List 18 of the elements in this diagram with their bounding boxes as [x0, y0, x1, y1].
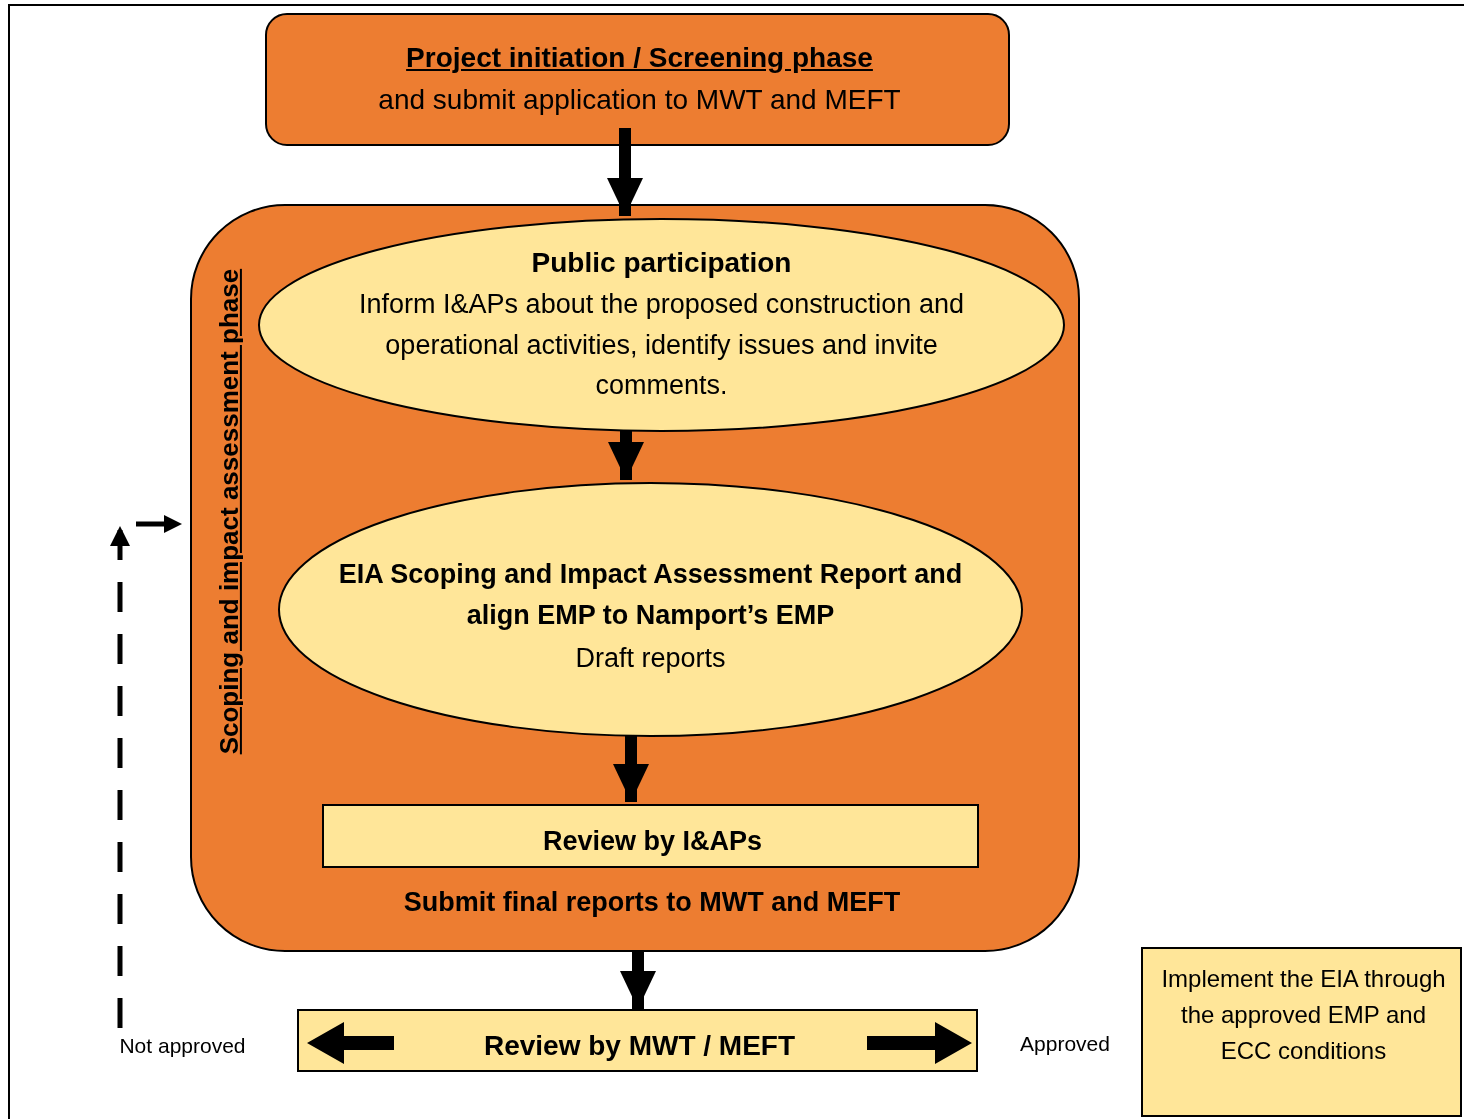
- process-box: [297, 1009, 978, 1072]
- box-text: Implement the EIA through the approved EMP and ECC conditions: [1160, 964, 1447, 1066]
- phase-title: Project initiation / Screening phase: [405, 41, 874, 75]
- box-text: Review by MWT / MEFT: [482, 1029, 797, 1063]
- box-text: Review by I&APs: [541, 825, 764, 858]
- ellipse-title: EIA Scoping and Impact Assessment Report and align EMP to Namport’s EMP: [337, 558, 964, 632]
- outcome-label: Approved: [1019, 1031, 1111, 1057]
- phase-container: [190, 204, 1080, 952]
- process-box: [265, 13, 1010, 146]
- ellipse-text: Inform I&APs about the proposed construction and operational activities, identify issues and invite comments.: [358, 288, 965, 402]
- box-text: Submit final reports to MWT and MEFT: [402, 886, 902, 919]
- process-box: [1141, 947, 1462, 1117]
- ellipse-title: Public participation: [530, 246, 793, 280]
- process-box: [322, 804, 979, 868]
- phase-title: Scoping and impact assessment phase: [213, 267, 245, 757]
- ellipse-text: Draft reports: [574, 642, 727, 675]
- node-text: Not approved: [118, 1033, 247, 1059]
- box-text: and submit application to MWT and MEFT: [377, 83, 902, 117]
